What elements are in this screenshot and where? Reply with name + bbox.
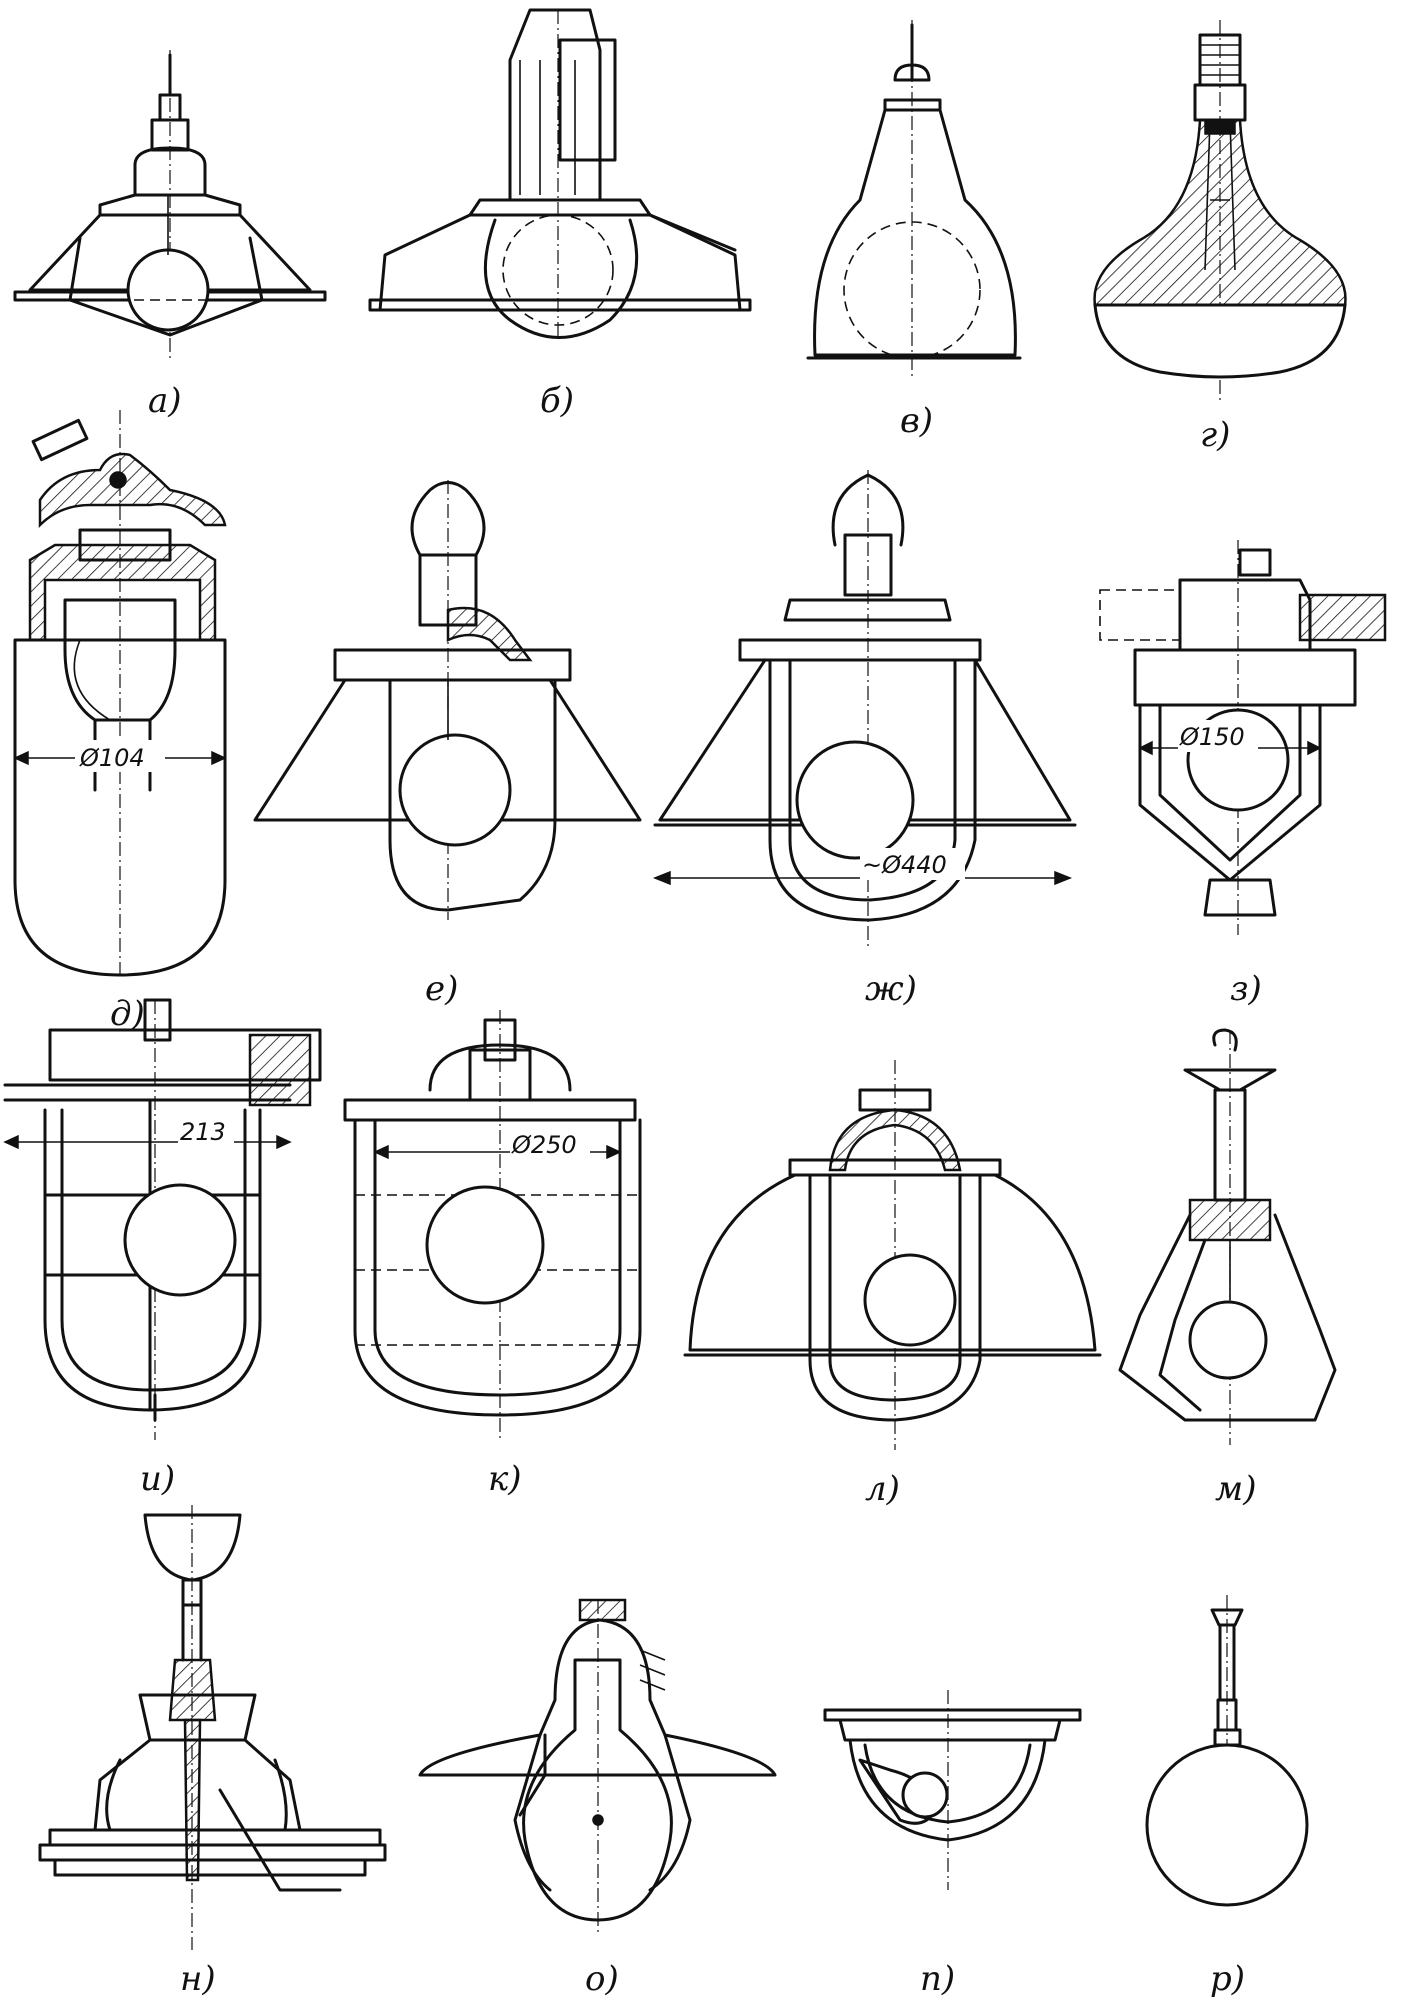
label-n: н) — [180, 1959, 216, 1999]
label-p: п) — [920, 1959, 955, 1999]
luminaire-g-drawing — [1093, 20, 1347, 400]
label-g: г) — [1200, 415, 1230, 455]
luminaire-p-drawing — [823, 1690, 1082, 1890]
dim-i-width: 213 — [180, 1118, 226, 1146]
luminaire-b-drawing — [368, 8, 752, 340]
luminaire-r-drawing — [1145, 1595, 1309, 1907]
label-k: к) — [488, 1459, 522, 1499]
luminaire-zh-drawing — [652, 470, 1077, 950]
label-a: а) — [148, 381, 182, 421]
dim-z-diameter: Ø150 — [1179, 723, 1245, 751]
luminaire-a-drawing — [13, 50, 327, 360]
luminaire-n-drawing — [38, 1505, 387, 1950]
luminaire-m-drawing — [1118, 1028, 1337, 1445]
luminaire-v-drawing — [806, 20, 1022, 380]
dim-k-diameter: Ø250 — [511, 1131, 577, 1159]
label-l: л) — [865, 1469, 900, 1509]
luminaire-k-drawing — [343, 1010, 642, 1440]
label-b: б) — [540, 381, 574, 421]
luminaire-e-drawing — [253, 480, 642, 920]
dim-d-diameter: Ø104 — [79, 744, 145, 772]
label-e: е) — [425, 969, 458, 1009]
dim-zh-diameter: ~Ø440 — [862, 851, 947, 879]
luminaire-d-drawing — [13, 410, 227, 977]
label-i: и) — [140, 1459, 175, 1499]
label-r: р) — [1210, 1959, 1245, 1999]
luminaire-l-drawing — [683, 1060, 1102, 1450]
label-z: з) — [1230, 969, 1262, 1009]
label-m: м) — [1215, 1469, 1256, 1509]
luminaire-o-drawing — [418, 1598, 777, 1935]
label-v: в) — [900, 401, 933, 441]
label-zh: ж) — [865, 969, 917, 1009]
label-o: о) — [585, 1959, 619, 1999]
luminaire-i-drawing — [3, 998, 322, 1440]
label-d: д) — [110, 994, 145, 1034]
